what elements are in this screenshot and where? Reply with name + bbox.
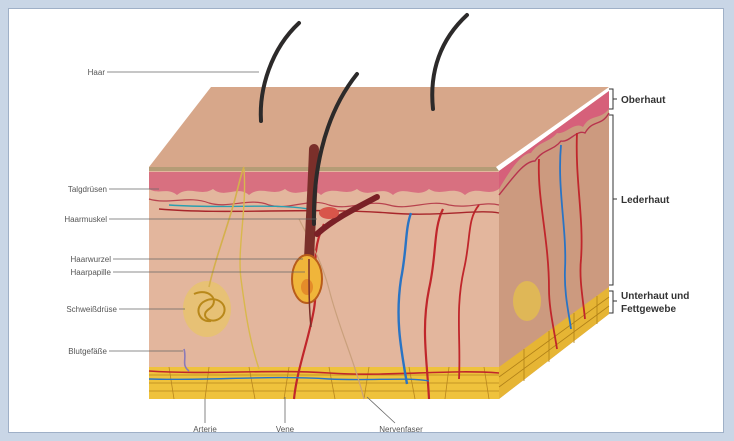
skin-diagram: Haar Talgdrüsen Haarmuskel Haarwurzel Ha…	[9, 9, 724, 433]
label-blutgefaesse: Blutgefäße	[68, 347, 107, 356]
label-talgdruesen: Talgdrüsen	[68, 185, 107, 194]
bracket-oberhaut	[609, 89, 617, 109]
layer-oberhaut: Oberhaut	[621, 95, 666, 106]
label-haarwurzel: Haarwurzel	[71, 255, 112, 264]
label-arterie: Arterie	[193, 425, 217, 433]
label-haar: Haar	[88, 68, 106, 77]
bracket-lederhaut	[609, 115, 617, 285]
label-haarmuskel: Haarmuskel	[64, 215, 107, 224]
diagram-frame: Haar Talgdrüsen Haarmuskel Haarwurzel Ha…	[8, 8, 724, 433]
sweat-gland-side	[513, 281, 541, 321]
layer-lederhaut: Lederhaut	[621, 195, 670, 206]
sebaceous-gland	[319, 207, 339, 219]
layer-unterhaut-line2: Fettgewebe	[621, 304, 676, 315]
label-haarpapille: Haarpapille	[71, 268, 112, 277]
label-schweissdruese: Schweißdrüse	[66, 305, 117, 314]
layer-unterhaut-line1: Unterhaut und	[621, 291, 689, 302]
leader-nervenfaser	[367, 397, 395, 423]
label-nervenfaser: Nervenfaser	[379, 425, 423, 433]
label-vene: Vene	[276, 425, 295, 433]
bracket-unterhaut	[609, 291, 617, 313]
